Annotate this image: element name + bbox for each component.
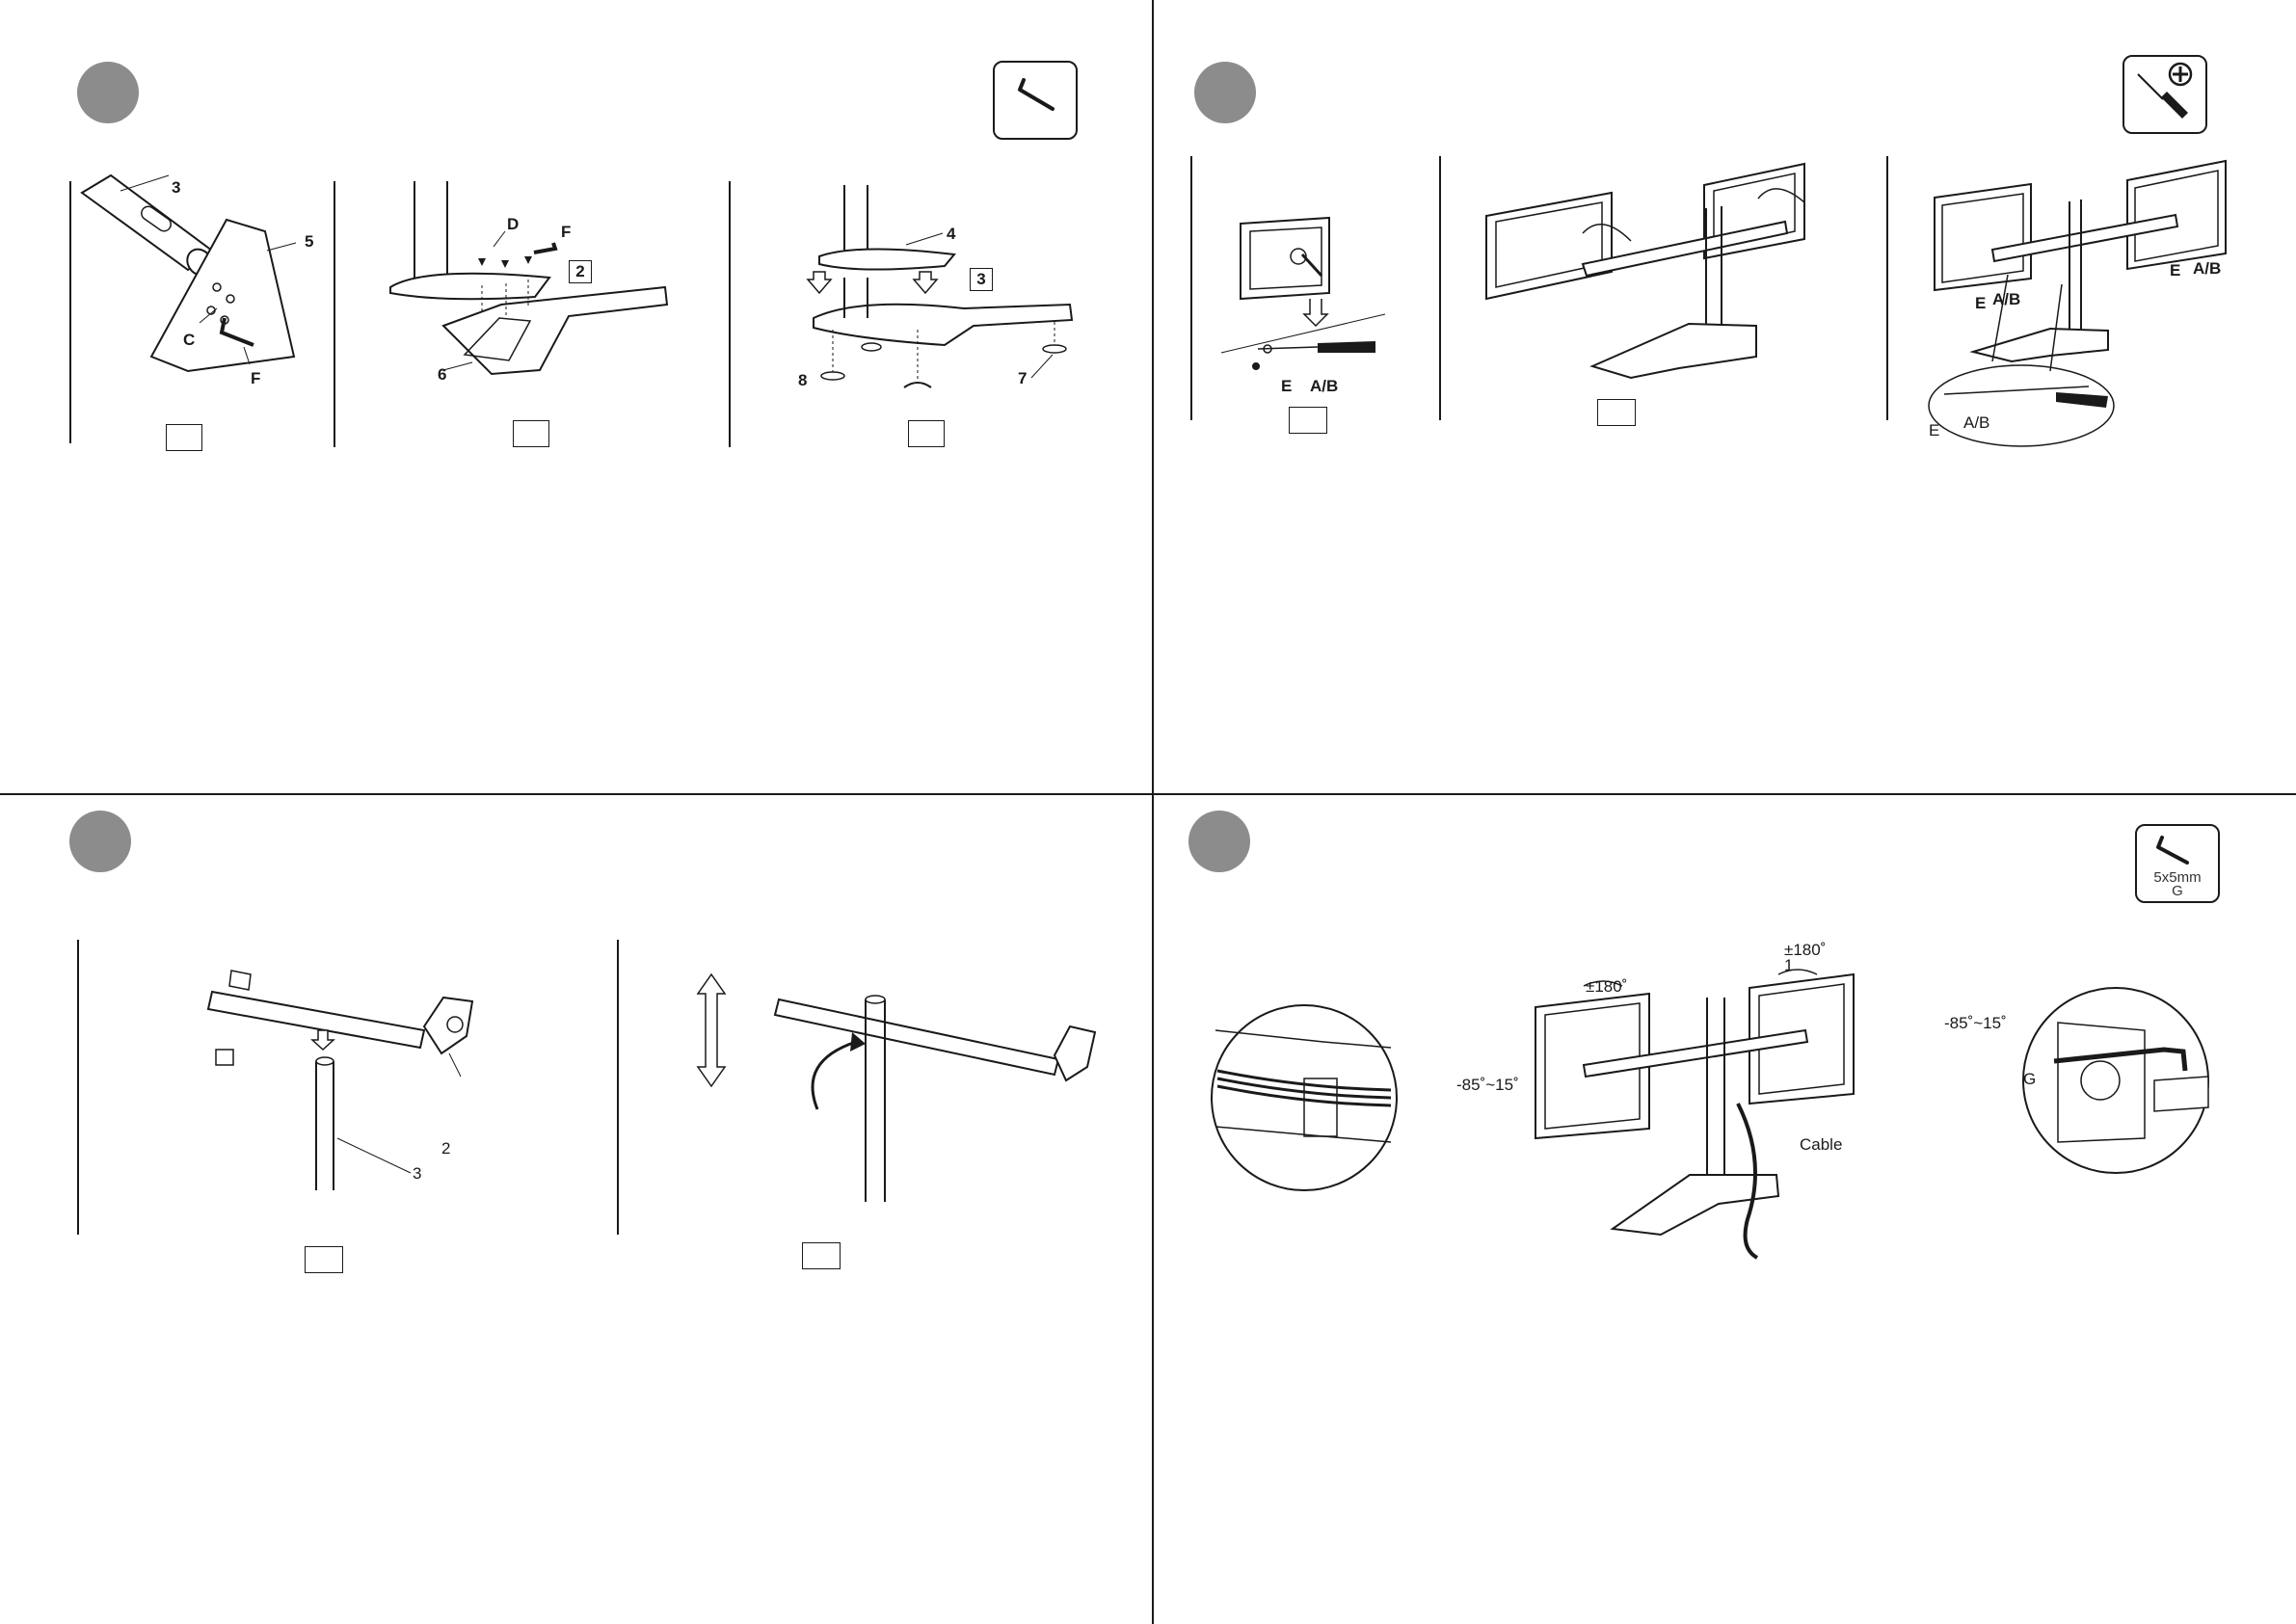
callout-screw-ab: A/B [1310, 378, 1338, 395]
step-3-panel: 2 3 [0, 795, 1152, 1624]
step-2-circle [1194, 62, 1256, 123]
hex-key-tool [993, 61, 1078, 140]
figure-label-box-2: 2 [569, 260, 592, 283]
tool-id-label: G [2137, 884, 2218, 899]
fig-2b-box [1597, 399, 1636, 426]
fig-3b-rule [617, 940, 619, 1235]
step-4-circle [1188, 811, 1250, 872]
callout-hex-key-g: G [2023, 1071, 2036, 1088]
hex-key-icon [995, 63, 1076, 138]
callout-post: 3 [172, 179, 180, 197]
step-2-panel: E A/B E A/B E A/B E A/B [1154, 0, 2296, 793]
step-4-panel: 5x5mm G 1 ±180˚ ±180˚ -85˚~15˚ -85˚~15˚ … [1154, 795, 2296, 1624]
callout-screw: D [507, 216, 519, 233]
callout-bolt: C [183, 332, 195, 349]
callout-rotate-left: ±180˚ [1586, 978, 1627, 996]
callout-cap: 7 [1018, 370, 1027, 387]
callout-right-screw: A/B [2193, 260, 2221, 278]
phillips-screwdriver-icon [2124, 57, 2205, 132]
callout-foot: 6 [438, 366, 446, 384]
callout-post-3: 3 [413, 1165, 421, 1183]
step-1-circle [77, 62, 139, 123]
fig-1a-box [166, 424, 202, 451]
fig-1c-box [908, 420, 945, 447]
base-plate-assembly-drawing [72, 173, 323, 424]
hex-key-tool-g: 5x5mm G [2135, 824, 2220, 903]
callout-hex-key-2: F [561, 224, 571, 241]
height-adjust-drawing [692, 974, 1097, 1225]
step-1-panel: 3 5 C F D F 2 6 4 3 [0, 0, 1152, 793]
dual-monitor-adjust-drawing [1526, 969, 1892, 1258]
fig-3a-box [305, 1246, 343, 1273]
callout-left-screw: A/B [1992, 291, 2020, 308]
fig-3a-rule [77, 940, 79, 1235]
callout-washer: E [1281, 378, 1292, 395]
callout-hex-key: F [251, 370, 260, 387]
dual-monitor-arm-drawing [1486, 164, 1872, 395]
foot-assembly-drawing [386, 181, 675, 393]
fig-1b-rule [334, 181, 335, 447]
figure-label-box-3: 3 [970, 268, 993, 291]
callout-left-washer: E [1975, 295, 1986, 312]
callout-rubber-pad: 8 [798, 372, 807, 389]
arm-onto-post-drawing [193, 969, 521, 1200]
monitor-screw-drawing [1221, 218, 1385, 411]
fig-2a-rule [1190, 156, 1192, 420]
cover-plate-drawing [800, 185, 1108, 387]
screwdriver-tool [2122, 55, 2207, 134]
callout-rotate-right: ±180˚ [1784, 942, 1826, 959]
callout-plate: 4 [947, 226, 955, 243]
step-3-circle [69, 811, 131, 872]
callout-cable: Cable [1800, 1136, 1842, 1154]
callout-tilt-right: -85˚~15˚ [1944, 1015, 2007, 1032]
cable-clip-zoom-drawing [1208, 1001, 1401, 1194]
callout-base-plate: 5 [305, 233, 313, 251]
callout-tilt-left: -85˚~15˚ [1456, 1077, 1519, 1094]
fig-1c-rule [729, 181, 731, 447]
fig-3b-box [802, 1242, 841, 1269]
callout-zoom-washer: E [1929, 422, 1939, 439]
callout-arm: 2 [441, 1140, 450, 1158]
callout-zoom-screw: A/B [1963, 414, 1989, 432]
fig-2a-box [1289, 407, 1327, 434]
fig-1a-rule [69, 181, 71, 443]
fig-2b-rule [1439, 156, 1441, 420]
mounted-monitors-drawing [1915, 159, 2272, 448]
callout-right-washer: E [2170, 262, 2180, 280]
fig-1b-box [513, 420, 549, 447]
callout-cable-clip: 1 [1784, 957, 1793, 974]
fig-2c-rule [1886, 156, 1888, 420]
tilt-tension-zoom-drawing [2019, 984, 2212, 1177]
